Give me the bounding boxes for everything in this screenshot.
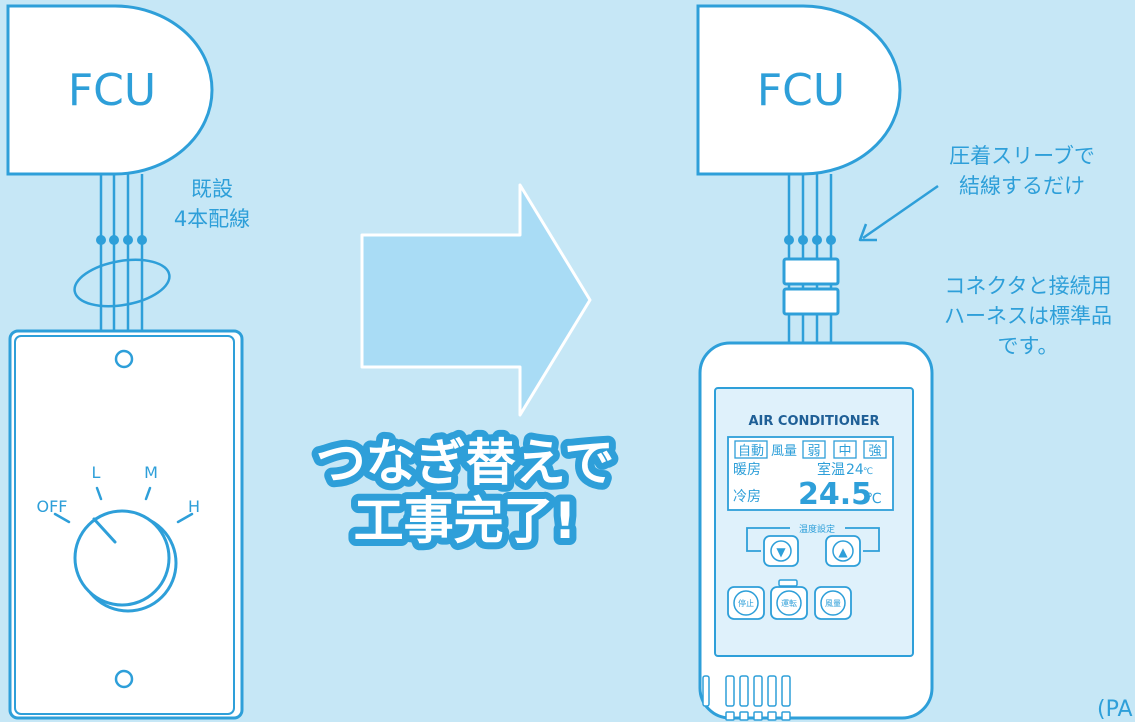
temp-up-icon: ▲	[838, 545, 848, 559]
completion-caption: つなぎ替えで つなぎ替えで 工事完了! 工事完了!	[309, 427, 622, 557]
transition-arrow	[360, 183, 592, 417]
temp-up-button[interactable]: ▲	[825, 535, 861, 567]
left-existing-wires	[99, 174, 144, 334]
stop-button-label: 停止	[738, 598, 754, 608]
left-fcu-unit: FCU	[6, 4, 214, 176]
connector-note-line3: です。	[998, 334, 1059, 358]
right-fcu-housing	[696, 4, 902, 176]
lcd-mode-fan: 風量	[771, 444, 797, 459]
run-button[interactable]: 運転	[770, 586, 808, 620]
caption-line2: 工事完了!	[354, 492, 577, 550]
lcd-room-temp-label: 室温	[817, 461, 845, 478]
lcd-heating-label: 暖房	[733, 462, 761, 478]
dial-label-off: OFF	[37, 497, 68, 516]
connector-lower	[782, 287, 840, 316]
dial-tick-marks	[53, 486, 194, 524]
stop-button[interactable]: 停止	[727, 586, 765, 620]
right-wire-dots	[784, 235, 836, 245]
wire-highlight-ellipse	[73, 258, 171, 308]
lcd-room-temp-value: 24	[846, 462, 864, 478]
top-screw-hole	[114, 349, 134, 369]
right-fcu-label: FCU	[757, 65, 845, 116]
fan-button[interactable]: 風量	[814, 586, 852, 620]
crimp-pointer-line	[862, 184, 939, 240]
connector-upper	[782, 257, 840, 286]
run-indicator-lamp	[778, 579, 798, 587]
left-wire-dots	[96, 235, 147, 245]
lcd-set-temp-unit: ℃	[866, 491, 882, 507]
crimp-note-line1: 圧着スリーブで	[949, 144, 1095, 168]
right-fcu-unit: FCU	[696, 4, 902, 176]
lcd-display	[727, 436, 894, 511]
connector-note-line1: コネクタと接続用	[944, 274, 1111, 298]
lcd-set-temp: 24.5	[798, 477, 872, 512]
lcd-fan-low: 弱	[807, 444, 820, 459]
temp-setting-label: 温度設定	[799, 523, 835, 535]
dial-knob[interactable]	[73, 509, 171, 607]
dial-label-mid: M	[144, 463, 158, 482]
switch-plate-inner	[14, 335, 235, 715]
dial-label-low: L	[92, 463, 101, 482]
temp-down-button[interactable]: ▼	[763, 535, 799, 567]
temp-setting-bracket	[746, 527, 790, 552]
footer-text: (PA	[1097, 697, 1133, 722]
bottom-screw-hole	[114, 669, 134, 689]
lcd-fan-mid: 中	[838, 444, 851, 459]
lcd-cooling-label: 冷房	[733, 489, 761, 505]
temp-setting-bracket-right	[845, 527, 880, 552]
lcd-fan-high: 強	[868, 444, 881, 459]
controller-title: AIR CONDITIONER	[748, 414, 879, 429]
existing-wiring-label-line1: 既設	[191, 177, 233, 201]
connector-note-line2: ハーネスは標準品	[944, 304, 1112, 328]
caption-line2-outline: 工事完了!	[354, 492, 577, 550]
fan-button-label: 風量	[825, 599, 841, 608]
run-button-label: 運転	[781, 599, 797, 608]
left-fcu-label: FCU	[68, 65, 156, 116]
lcd-mode-boxes	[734, 440, 887, 459]
crimp-note-line2: 結線するだけ	[959, 174, 1085, 198]
lower-vent-slots	[725, 711, 791, 721]
lcd-room-temp-unit: ℃	[863, 467, 873, 477]
left-fcu-housing	[6, 4, 214, 176]
remote-controller: AIR CONDITIONER 自動 風量 弱 中 強 暖房 室温 24 ℃ 冷…	[698, 341, 934, 721]
crimp-pointer-head	[858, 223, 877, 242]
temp-down-icon: ▼	[776, 545, 786, 559]
dial-pointer	[92, 517, 117, 544]
lcd-mode-auto: 自動	[738, 444, 764, 459]
existing-wiring-label-line2: 4本配線	[174, 207, 250, 231]
vent-slots	[702, 675, 791, 707]
dial-label-high: H	[188, 497, 200, 516]
old-dial-switch-panel: OFF L M H	[8, 329, 244, 720]
caption-line1: つなぎ替えで	[316, 434, 615, 492]
caption-line1-outline: つなぎ替えで	[316, 434, 615, 492]
